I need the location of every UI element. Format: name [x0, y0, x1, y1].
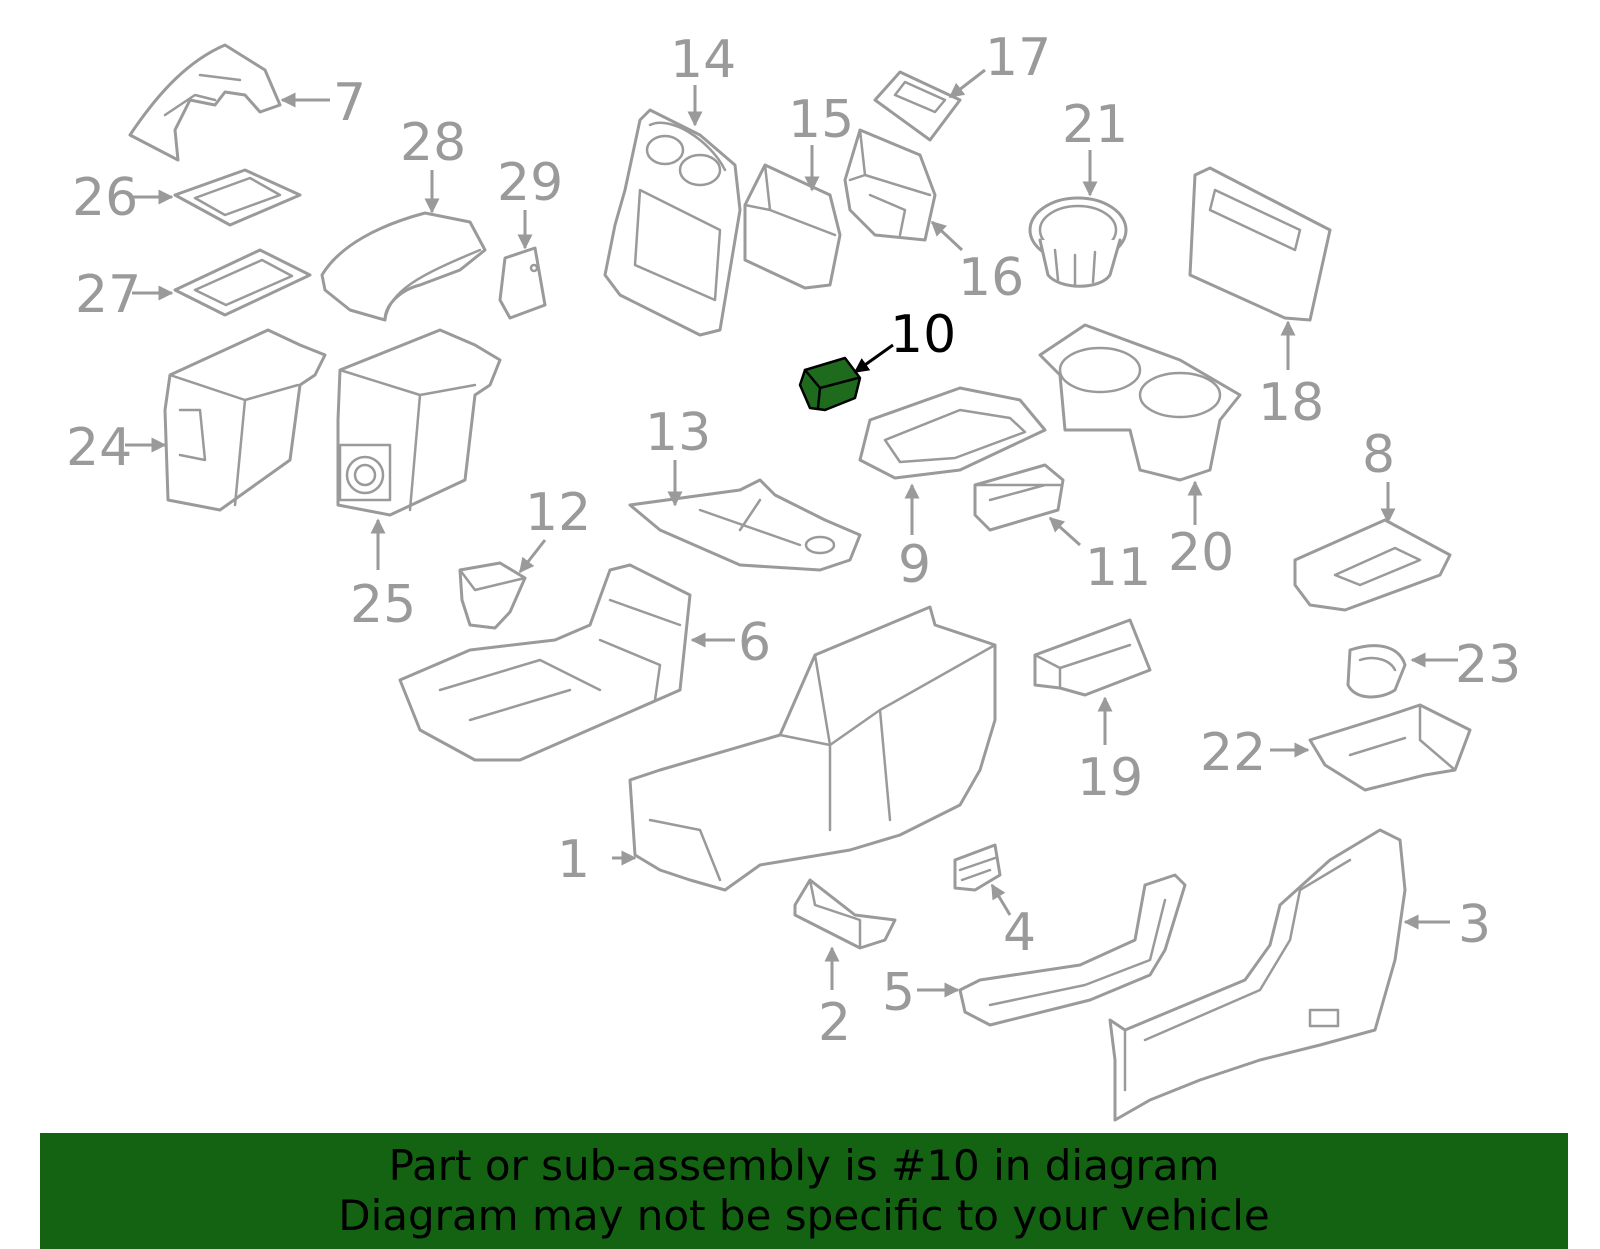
banner-line-1: Part or sub-assembly is #10 in diagram — [388, 1141, 1220, 1190]
part-18 — [1188, 166, 1332, 322]
callout-1: 1 — [557, 830, 590, 890]
callout-14: 14 — [670, 30, 736, 90]
callout-6: 6 — [738, 613, 771, 673]
callout-28: 28 — [400, 113, 466, 173]
part-21 — [1028, 196, 1128, 288]
callout-8: 8 — [1362, 425, 1395, 485]
part-8 — [1293, 518, 1452, 612]
callout-12: 12 — [525, 483, 591, 543]
callout-11: 11 — [1085, 538, 1151, 598]
part-26 — [173, 168, 302, 227]
callout-24: 24 — [66, 418, 132, 478]
part-16 — [843, 128, 937, 242]
part-13 — [628, 478, 862, 572]
part-2 — [793, 878, 897, 950]
callout-4: 4 — [1003, 903, 1036, 963]
callout-7: 7 — [333, 73, 366, 133]
callout-20: 20 — [1168, 523, 1234, 583]
callout-13: 13 — [645, 403, 711, 463]
callout-3: 3 — [1458, 895, 1491, 955]
part-10-highlighted — [798, 356, 862, 412]
part-5 — [958, 873, 1187, 1027]
callout-27: 27 — [75, 265, 141, 325]
part-6 — [398, 563, 692, 762]
callout-25: 25 — [350, 575, 416, 635]
part-20 — [1038, 323, 1242, 482]
callout-17: 17 — [985, 28, 1051, 88]
banner-line-2: Diagram may not be specific to your vehi… — [338, 1191, 1270, 1240]
part-14 — [603, 108, 742, 337]
callout-5: 5 — [882, 963, 915, 1023]
part-7 — [128, 43, 282, 162]
part-1 — [628, 605, 997, 892]
callout-9: 9 — [898, 535, 931, 595]
part-28 — [320, 211, 487, 322]
part-29 — [498, 246, 547, 320]
callout-26: 26 — [72, 168, 138, 228]
callout-16: 16 — [958, 248, 1024, 308]
part-15 — [743, 163, 842, 290]
callout-21: 21 — [1062, 95, 1128, 155]
part-17 — [873, 70, 962, 142]
part-22 — [1308, 703, 1472, 792]
part-4 — [953, 843, 1002, 892]
part-25 — [336, 328, 502, 517]
part-11 — [973, 463, 1065, 532]
part-12 — [458, 561, 527, 630]
info-banner: Part or sub-assembly is #10 in diagram D… — [40, 1133, 1568, 1249]
part-3 — [1108, 828, 1407, 1122]
callout-29: 29 — [497, 153, 563, 213]
callout-2: 2 — [818, 993, 851, 1053]
callout-23: 23 — [1455, 635, 1521, 695]
callout-10: 10 — [890, 305, 956, 365]
callout-18: 18 — [1258, 373, 1324, 433]
callout-19: 19 — [1077, 748, 1143, 808]
part-9 — [858, 386, 1047, 480]
part-24 — [163, 328, 327, 512]
callout-22: 22 — [1200, 723, 1266, 783]
part-23 — [1346, 644, 1407, 699]
part-19 — [1033, 618, 1152, 697]
part-27 — [173, 248, 312, 317]
callout-15: 15 — [788, 90, 854, 150]
